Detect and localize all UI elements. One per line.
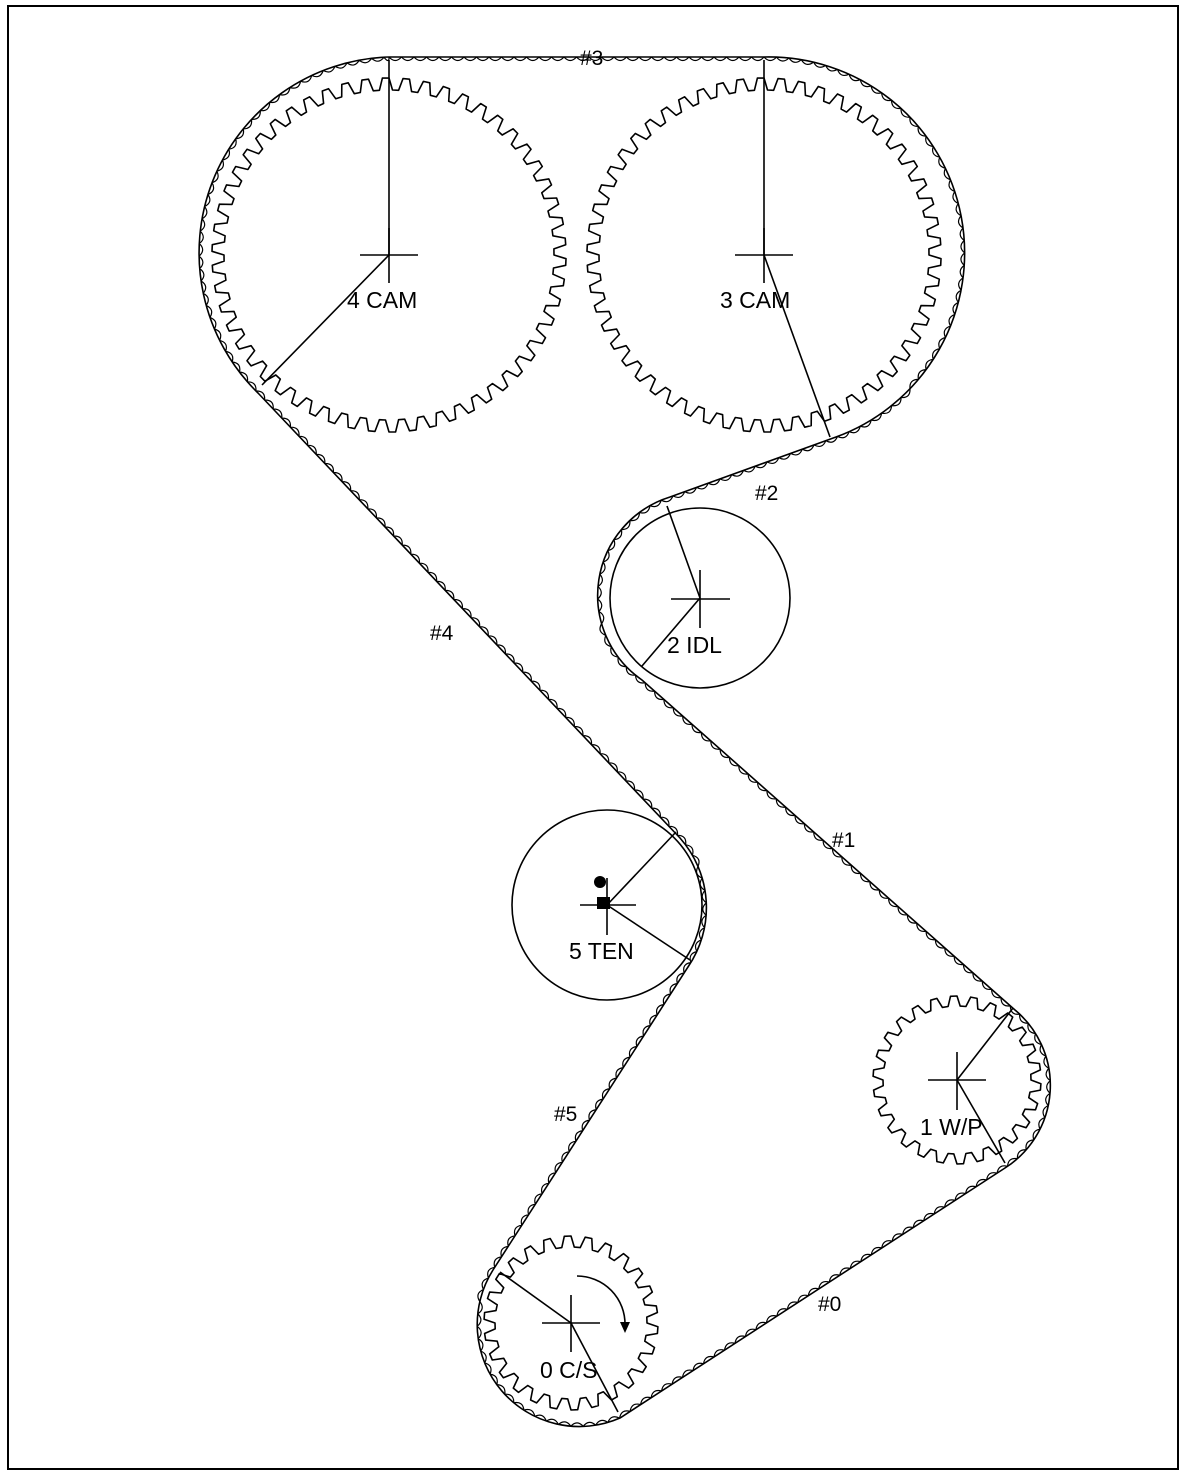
idler-radius-upper	[666, 505, 701, 599]
rotation-direction-arrow	[576, 1275, 626, 1326]
pulley-label-1-wp: 1 W/P	[920, 1114, 983, 1140]
belt-teeth	[198, 56, 1051, 1427]
crank-radius-upper	[499, 1271, 572, 1324]
idler-pulley-2	[609, 507, 791, 689]
pulley-0-cs: 0 C/S	[483, 1235, 659, 1413]
cam-3-radius-lower	[763, 254, 831, 438]
idler-radius-lower	[641, 597, 701, 667]
crankshaft-sprocket-0-gear	[483, 1235, 659, 1411]
tensioner-pivot-dot	[594, 876, 606, 888]
diagram-frame	[7, 5, 1179, 1470]
span-label-4: #4	[430, 622, 454, 645]
pulley-label-2-idl: 2 IDL	[667, 632, 722, 658]
pulley-label-5-ten: 5 TEN	[569, 938, 634, 964]
pulley-3-cam: 3 CAM	[586, 60, 942, 438]
timing-belt	[198, 56, 1052, 1428]
pulley-4-cam: 4 CAM	[211, 60, 567, 433]
crank-radius-lower	[570, 1322, 619, 1413]
pulley-5-ten: 5 TEN	[511, 809, 703, 1001]
rotation-arrowhead-icon	[620, 1322, 630, 1333]
span-label-2: #2	[755, 482, 778, 505]
wp-radius-upper	[956, 1007, 1014, 1081]
tensioner-pulley-5	[511, 809, 703, 1001]
cam-sprocket-4-gear	[211, 77, 567, 433]
water-pump-sprocket-1-gear	[872, 995, 1042, 1165]
wp-radius-lower	[956, 1079, 1006, 1164]
pulley-2-idl: 2 IDL	[609, 505, 791, 689]
span-label-1: #1	[832, 829, 855, 852]
span-label-0: #0	[818, 1293, 841, 1316]
span-label-3: #3	[580, 47, 603, 70]
pulley-1-wp: 1 W/P	[872, 995, 1042, 1165]
tensioner-radius-lower	[606, 904, 691, 961]
tensioner-radius-upper	[606, 831, 677, 906]
pulley-label-4-cam: 4 CAM	[347, 287, 417, 313]
pulley-label-3-cam: 3 CAM	[720, 287, 790, 313]
pulley-label-0-cs: 0 C/S	[540, 1357, 598, 1383]
cam-4-radius-lower	[261, 254, 390, 386]
span-label-5: #5	[554, 1103, 577, 1126]
cam-sprocket-3-gear	[586, 77, 942, 433]
tensioner-pivot-block	[597, 897, 610, 909]
